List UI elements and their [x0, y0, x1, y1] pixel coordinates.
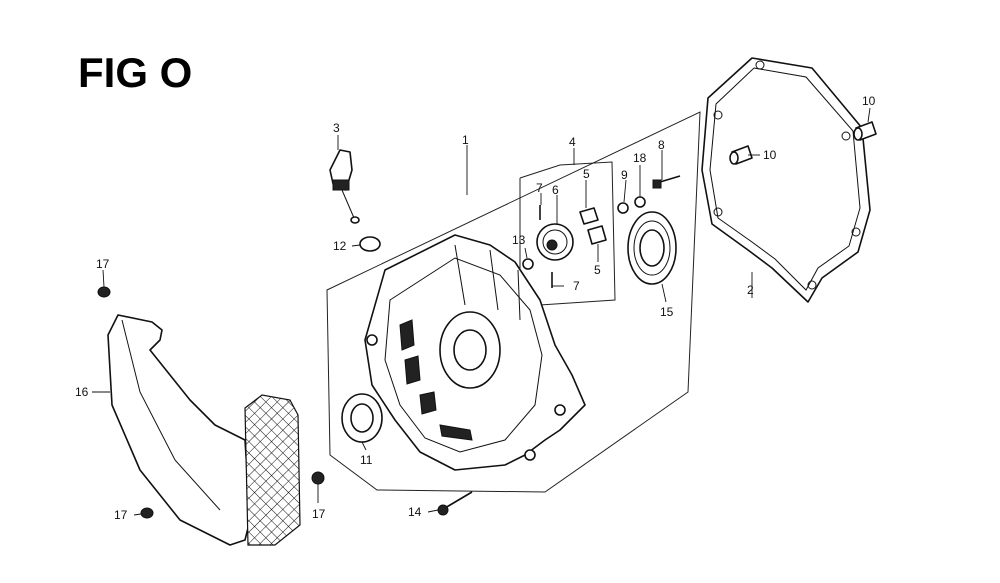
fan-shroud [107, 314, 301, 546]
callout-6: 6 [552, 183, 559, 197]
callout-17: 17 [312, 507, 326, 521]
callout-3: 3 [333, 121, 340, 135]
gasket [701, 57, 871, 303]
callout-5: 5 [583, 167, 590, 181]
callout-10: 10 [862, 94, 876, 108]
callout-7: 7 [536, 181, 543, 195]
pump-rotor [587, 225, 607, 245]
o-ring [359, 236, 381, 252]
callout-11: 11 [360, 453, 373, 467]
dowel-pin [853, 121, 877, 141]
callout-2: 2 [747, 283, 754, 297]
plain-washer [617, 202, 629, 214]
shroud-bolt [311, 471, 325, 485]
callout-17: 17 [114, 508, 128, 522]
pump-rotor [579, 207, 599, 225]
lock-washer [634, 196, 646, 208]
crankcase-cover [364, 234, 586, 471]
callout-9: 9 [621, 168, 628, 182]
callout-4: 4 [569, 135, 576, 149]
dowel-pin [729, 145, 753, 165]
callout-labels: 1 2 3 4 5 5 6 7 7 8 9 10 10 11 12 13 14 … [75, 94, 876, 522]
callout-12: 12 [333, 239, 347, 253]
oil-dipstick [329, 149, 360, 224]
callout-5: 5 [594, 263, 601, 277]
shroud-bolt [97, 286, 111, 298]
callout-16: 16 [75, 385, 89, 399]
flange-bolt [437, 491, 473, 516]
oil-pump-gear [536, 223, 574, 261]
washer [522, 258, 534, 270]
bolt [652, 175, 681, 189]
callout-14: 14 [408, 505, 422, 519]
callout-7: 7 [573, 279, 580, 293]
assembly-boundary [326, 111, 701, 493]
callout-18: 18 [633, 151, 647, 165]
shroud-bolt [140, 507, 154, 519]
callout-17: 17 [96, 257, 110, 271]
figure-title: FIG O [78, 49, 192, 96]
oil-seal [341, 393, 383, 443]
callout-1: 1 [462, 133, 469, 147]
ball-bearing [627, 211, 677, 285]
leader-lines [92, 107, 871, 516]
callout-8: 8 [658, 138, 665, 152]
callout-15: 15 [660, 305, 674, 319]
callout-10: 10 [763, 148, 777, 162]
callout-13: 13 [512, 233, 526, 247]
